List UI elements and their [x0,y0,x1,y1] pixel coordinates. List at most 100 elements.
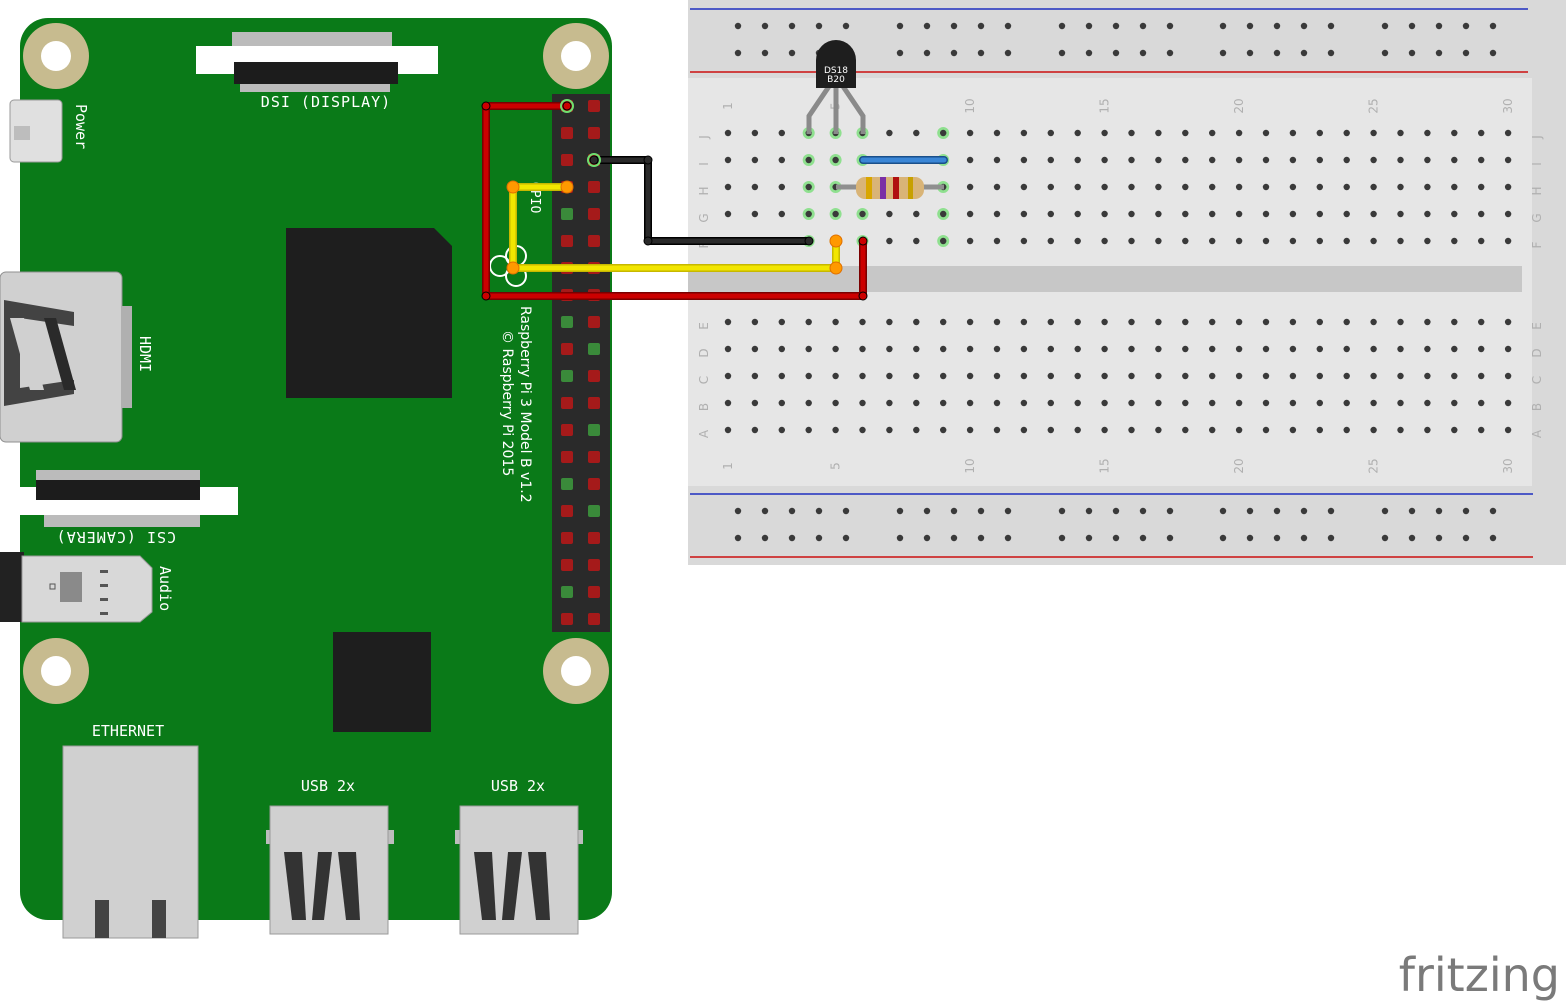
breadboard-hole [1047,318,1055,326]
breadboard-hole [724,399,732,407]
wire-bendpoint [829,261,843,275]
breadboard-hole [805,183,812,191]
breadboard-hole [1128,129,1135,137]
breadboard-hole [832,399,839,407]
breadboard-hole [1020,345,1028,353]
breadboard-hole [886,237,893,245]
gpio-pin [588,424,600,436]
column-number: 30 [1501,458,1515,473]
breadboard-hole [832,345,839,353]
breadboard-hole [1451,426,1458,434]
breadboard-hole [1370,237,1377,245]
breadboard-hole [1182,183,1189,191]
breadboard-hole [1235,426,1243,434]
breadboard-hole [1166,534,1174,542]
breadboard-hole [1219,49,1227,57]
breadboard-hole [788,534,796,542]
breadboard-hole [761,507,769,515]
breadboard-hole [1101,318,1108,326]
breadboard-hole [1478,426,1485,434]
gpio-pin [561,154,573,166]
breadboard-hole [724,129,732,137]
wire-bendpoint [506,180,520,194]
gpio-pin [588,532,600,544]
breadboard-hole [1504,345,1512,353]
breadboard-hole [1128,426,1135,434]
ground-wire-black [590,156,813,245]
breadboard-hole [805,426,812,434]
breadboard-hole [993,399,1001,407]
breadboard-hole [1074,237,1081,245]
gpio-pin [588,370,600,382]
gpio-pin [588,559,600,571]
breadboard-hole [1289,399,1297,407]
breadboard-hole [1489,49,1497,57]
gpio-pin [588,478,600,490]
breadboard-hole [1289,426,1297,434]
breadboard-hole [805,318,812,326]
breadboard-hole [805,345,812,353]
breadboard-hole [1155,237,1162,245]
gpio-pin [588,451,600,463]
breadboard-hole [1451,345,1458,353]
breadboard-hole [1047,129,1055,137]
gpio-pin [588,397,600,409]
dsi-connector [196,32,438,92]
gpio-pin [561,478,573,490]
breadboard-hole [950,49,958,57]
breadboard-hole [1128,237,1135,245]
breadboard-hole [1370,345,1377,353]
breadboard-hole [1182,426,1189,434]
breadboard-hole [993,210,1001,218]
breadboard-hole [913,210,920,218]
breadboard-hole [1085,534,1093,542]
breadboard-hole [1139,22,1147,30]
breadboard-hole [1289,129,1297,137]
breadboard-hole [923,507,931,515]
breadboard-hole [724,183,732,191]
breadboard-hole [1074,372,1081,380]
breadboard-hole [1478,156,1485,164]
wire-bendpoint [858,236,868,246]
board-model-label: Raspberry Pi 3 Model B v1.2 [517,306,533,503]
breadboard-hole [993,426,1001,434]
row-label: F [1530,241,1544,248]
breadboard-hole [1478,372,1485,380]
breadboard-hole [1424,129,1431,137]
usb1-label: USB 2x [301,777,355,795]
breadboard-hole [1020,210,1028,218]
gpio-pin [588,343,600,355]
breadboard-hole [1209,426,1216,434]
gpio-pin [588,235,600,247]
fritzing-logo: fritzing [1398,948,1560,1002]
row-label: G [697,213,711,222]
breadboard-hole [1101,129,1108,137]
row-label: C [1530,376,1544,384]
breadboard-hole [815,534,823,542]
audio-jack [0,552,153,623]
breadboard-hole [966,237,974,245]
breadboard-hole [940,237,947,245]
breadboard-hole [1316,426,1324,434]
breadboard-hole [842,507,850,515]
usb-controller-chip [333,632,431,732]
breadboard-hole [1101,210,1108,218]
breadboard-hole [1343,183,1350,191]
breadboard-hole [993,318,1001,326]
breadboard-hole [1451,372,1458,380]
breadboard-hole [1316,210,1324,218]
gpio-pin [561,235,573,247]
breadboard-hole [1209,345,1216,353]
breadboard-hole [966,183,974,191]
breadboard-hole [832,318,839,326]
breadboard-hole [1451,156,1458,164]
breadboard-hole [977,534,985,542]
breadboard-hole [832,210,839,218]
breadboard-hole [940,318,947,326]
breadboard-hole [1273,22,1281,30]
breadboard-hole [1182,345,1189,353]
breadboard-hole [896,22,904,30]
breadboard-hole [1128,372,1135,380]
breadboard-hole [1381,49,1389,57]
breadboard-hole [1209,372,1216,380]
